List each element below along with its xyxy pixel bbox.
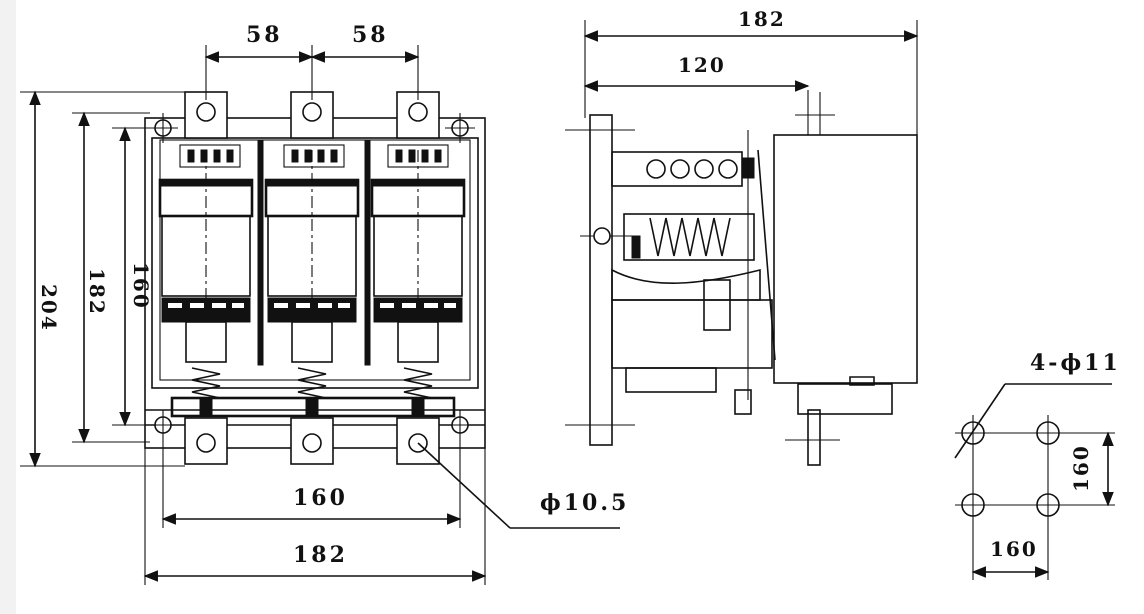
page-edge <box>0 0 16 614</box>
corner-mounting-holes <box>148 113 475 440</box>
side-width-partial-label: 120 <box>678 53 726 77</box>
pitch-right-label: 58 <box>352 22 389 48</box>
pole-2 <box>264 144 360 417</box>
side-width-overall-label: 182 <box>738 7 786 31</box>
hole-callout-leader <box>417 442 620 529</box>
mounting-holes <box>955 415 1115 580</box>
width-dimensions <box>143 440 487 585</box>
pitch-left-label: 58 <box>246 22 283 48</box>
height-mid-label: 182 <box>85 268 109 316</box>
side-view: 182 120 <box>565 7 919 466</box>
side-mounting-plate <box>589 114 613 446</box>
side-cover-box <box>773 134 918 384</box>
pole-1 <box>158 144 254 417</box>
width-overall-label: 182 <box>293 542 348 568</box>
side-dimensions <box>583 20 919 135</box>
terminal-tabs <box>184 91 440 465</box>
width-inner-label: 160 <box>293 485 348 511</box>
pole-assemblies <box>158 139 466 418</box>
mounting-pattern: 160 160 4-ϕ11 <box>954 350 1121 580</box>
height-overall-label: 204 <box>37 284 61 332</box>
height-dimensions <box>20 90 185 468</box>
mount-holes-callout-label: 4-ϕ11 <box>1030 350 1121 376</box>
mount-horizontal-spacing-label: 160 <box>990 537 1038 561</box>
height-inner-label: 160 <box>129 262 153 310</box>
pitch-dimensions <box>204 45 420 100</box>
mount-vertical-spacing-label: 160 <box>1069 444 1093 492</box>
side-mechanism <box>611 130 776 400</box>
hole-callout-label: ϕ10.5 <box>540 490 629 516</box>
front-view: 58 58 204 182 160 160 182 <box>20 22 629 585</box>
pole-3 <box>370 144 466 417</box>
